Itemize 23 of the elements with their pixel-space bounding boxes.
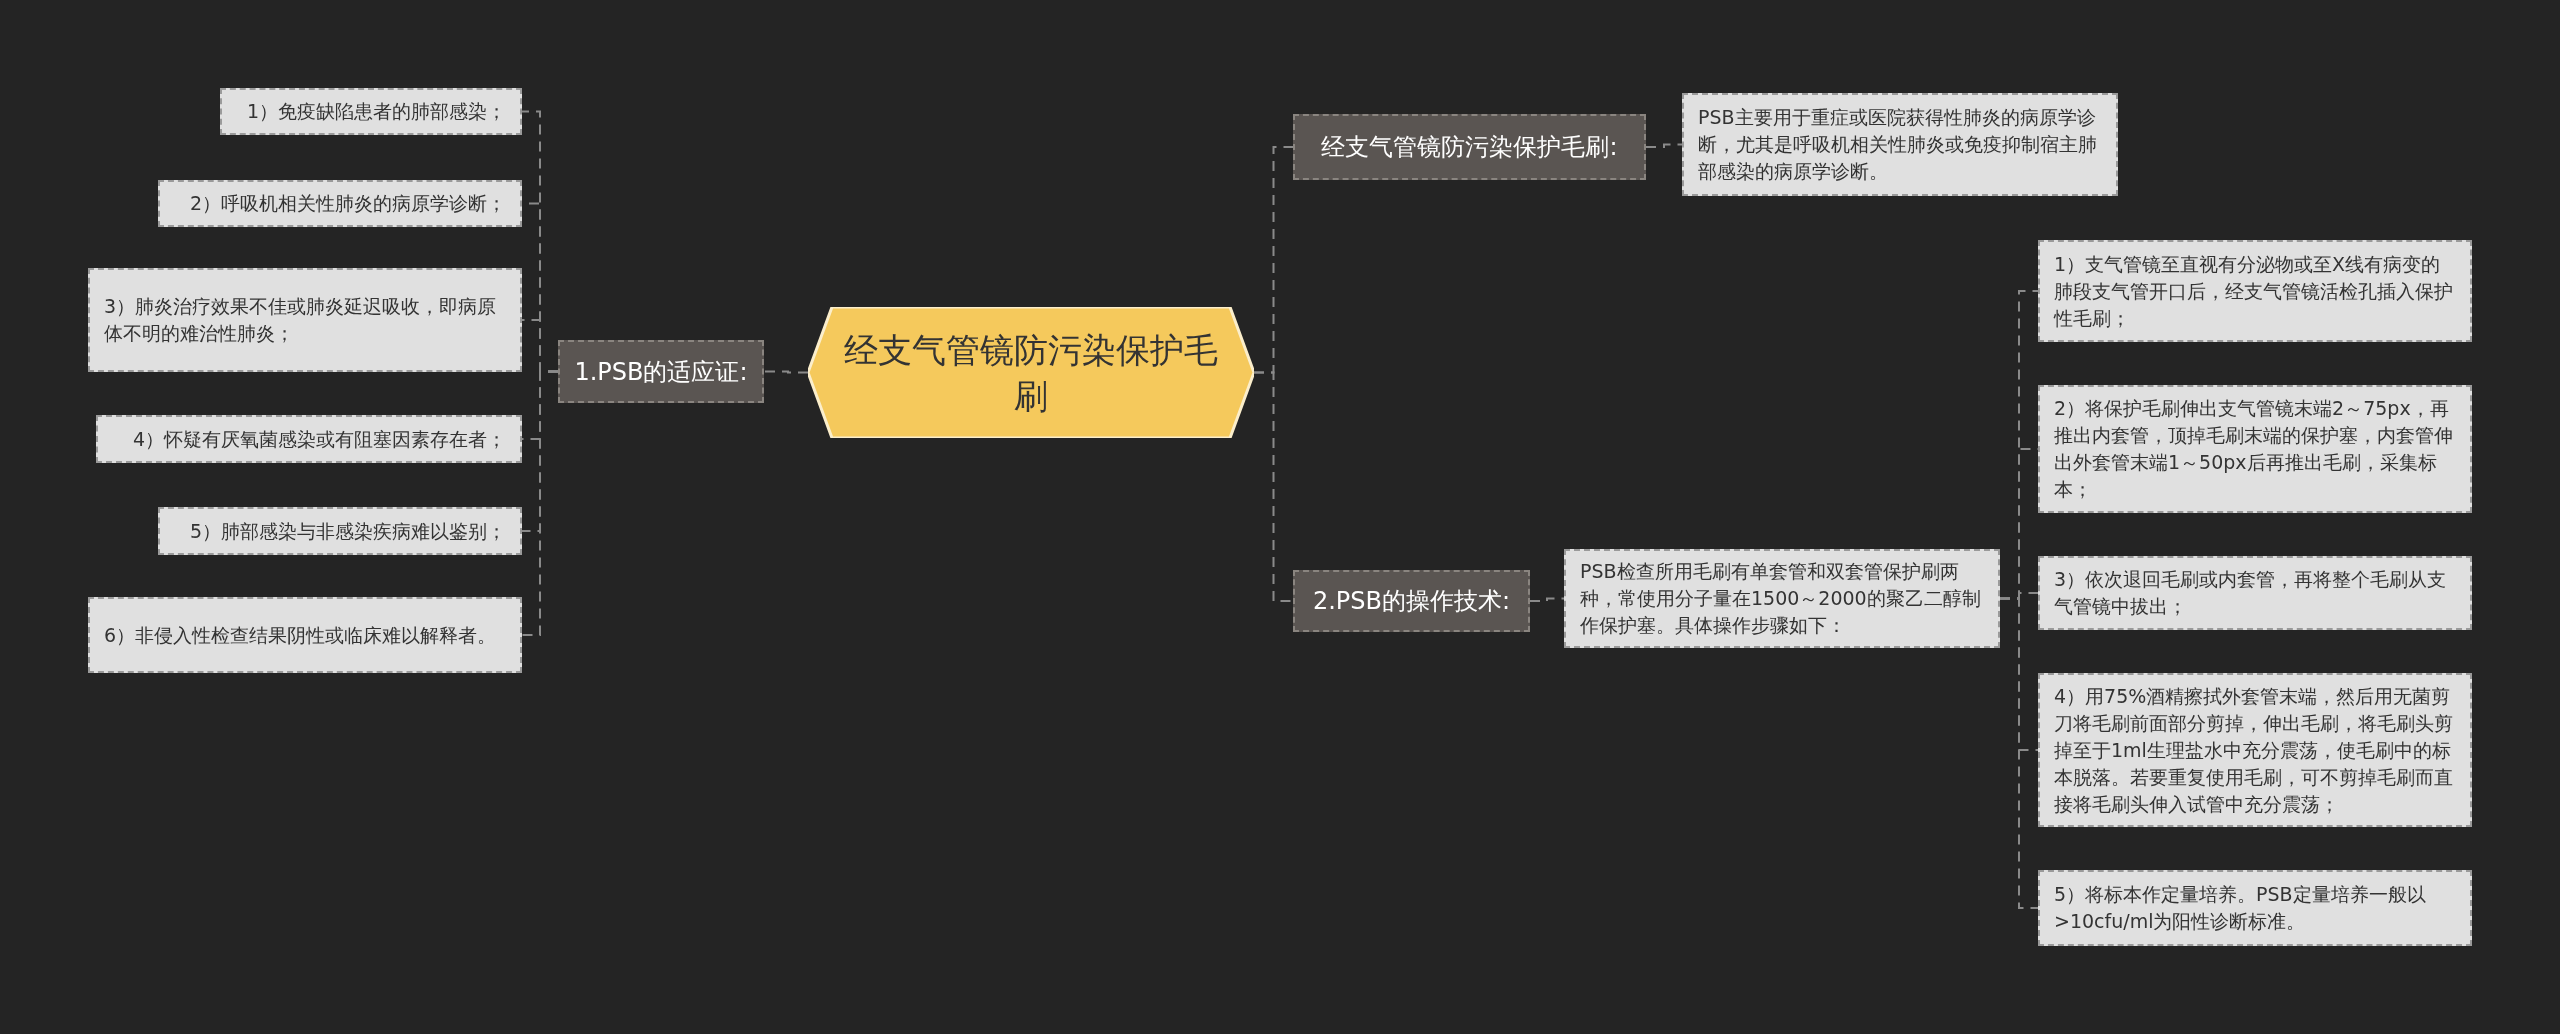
connector-line bbox=[1999, 597, 2039, 909]
note-box: 5）将标本作定量培养。PSB定量培养一般以>10cfu/ml为阳性诊断标准。 bbox=[2038, 870, 2472, 946]
note-box: 3）依次退回毛刷或内套管，再将整个毛刷从支气管镜中拔出； bbox=[2038, 556, 2472, 630]
connector-line bbox=[1645, 143, 1683, 148]
connector-line bbox=[521, 370, 559, 636]
note-box: PSB主要用于重症或医院获得性肺炎的病原学诊断，尤其是呼吸机相关性肺炎或免疫抑制宿主肺部感染的病原学诊断。 bbox=[1682, 93, 2118, 196]
note-box: 5）肺部感染与非感染疾病难以鉴别； bbox=[158, 507, 522, 555]
note-box: PSB检查所用毛刷有单套管和双套管保护刷两种，常使用分子量在1500～2000的聚乙二醇制作保护塞。具体操作步骤如下： bbox=[1564, 549, 2000, 648]
topic-box: 2.PSB的操作技术: bbox=[1293, 570, 1530, 632]
central-topic: 经支气管镜防污染保护毛刷 bbox=[808, 307, 1254, 438]
note-box: 4）用75%酒精擦拭外套管末端，然后用无菌剪刀将毛刷前面部分剪掉，伸出毛刷，将毛刷头剪掉至于1ml生理盐水中充分震荡，使毛刷中的标本脱落。若要重复使用毛刷，可不剪掉毛刷而直接将毛刷头伸入试管中充分震荡； bbox=[2038, 673, 2472, 827]
topic-box: 经支气管镜防污染保护毛刷: bbox=[1293, 114, 1646, 180]
connector-line bbox=[1529, 597, 1565, 602]
note-box: 1）支气管镜至直视有分泌物或至X线有病变的肺段支气管开口后，经支气管镜活检孔插入保护性毛刷； bbox=[2038, 240, 2472, 342]
note-box: 1）免疫缺陷患者的肺部感染； bbox=[220, 88, 522, 135]
note-box: 4）怀疑有厌氧菌感染或有阻塞因素存在者； bbox=[96, 415, 522, 463]
note-box: 3）肺炎治疗效果不佳或肺炎延迟吸收，即病原体不明的难治性肺炎； bbox=[88, 268, 522, 372]
note-box: 2）呼吸机相关性肺炎的病原学诊断； bbox=[158, 180, 522, 227]
note-box: 6）非侵入性检查结果阴性或临床难以解释者。 bbox=[88, 597, 522, 673]
topic-box: 1.PSB的适应证: bbox=[558, 340, 764, 403]
connector-line bbox=[763, 370, 809, 374]
note-box: 2）将保护毛刷伸出支气管镜末端2～75px，再推出内套管，顶掉毛刷末端的保护塞，内套管伸出外套管末端1～50px后再推出毛刷，采集标本； bbox=[2038, 385, 2472, 513]
connector-line bbox=[1253, 371, 1294, 602]
